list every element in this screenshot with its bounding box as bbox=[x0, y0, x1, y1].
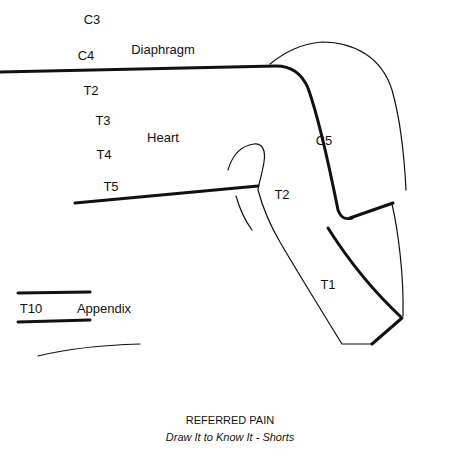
dermatome-label: T10 bbox=[20, 302, 42, 316]
forearm-outline bbox=[392, 204, 403, 316]
diagram-title: REFERRED PAIN bbox=[186, 414, 274, 426]
organ-label: Diaphragm bbox=[131, 43, 195, 57]
dermatome-label: T3 bbox=[95, 114, 110, 128]
body-contour bbox=[38, 42, 406, 356]
arm-band-line bbox=[350, 203, 393, 218]
dermatome-border bbox=[0, 66, 402, 344]
t10-line-upper bbox=[18, 292, 90, 293]
diaphragm-line bbox=[0, 66, 352, 219]
dermatome-label: C3 bbox=[84, 13, 101, 27]
organ-label: Appendix bbox=[77, 302, 131, 316]
dermatome-label: T4 bbox=[96, 148, 111, 162]
inner-arm-outline bbox=[228, 144, 372, 344]
dermatome-label: T1 bbox=[320, 278, 335, 292]
shoulder-outline bbox=[270, 42, 406, 190]
dermatome-label: T2 bbox=[83, 84, 98, 98]
t5-line bbox=[75, 186, 258, 203]
forearm-band-line bbox=[328, 228, 402, 344]
dermatome-label: C4 bbox=[78, 49, 95, 63]
dermatome-label: T2 bbox=[274, 188, 289, 202]
dermatome-label: T5 bbox=[103, 180, 118, 194]
dermatome-label: C5 bbox=[316, 134, 333, 148]
chest-outline bbox=[236, 196, 252, 230]
diagram-caption: Draw It to Know It - Shorts bbox=[166, 431, 294, 443]
abdomen-outline bbox=[38, 344, 140, 356]
organ-label: Heart bbox=[147, 131, 179, 145]
t10-line-lower bbox=[18, 320, 90, 322]
